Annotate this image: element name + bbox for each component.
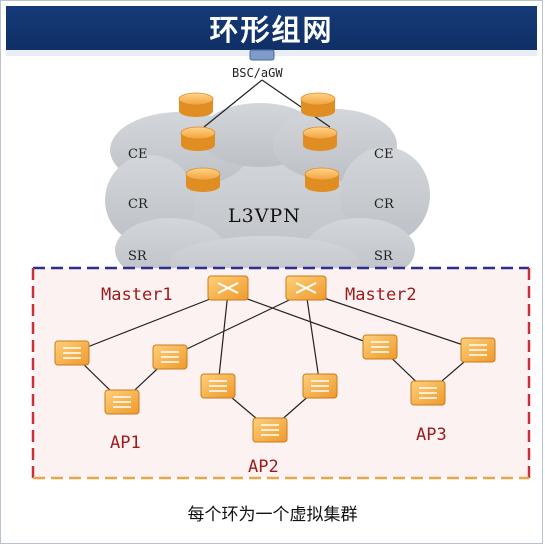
- cr-left-label: CR: [128, 197, 148, 212]
- switch-icon: [252, 417, 288, 443]
- ap2-label: AP2: [248, 457, 279, 477]
- title-bar: 环形组网: [6, 6, 537, 50]
- ce-right-label: CE: [374, 147, 394, 162]
- router-icon: [304, 167, 340, 192]
- sr-right-label: SR: [374, 249, 393, 264]
- ce-left-label: CE: [128, 147, 148, 162]
- router-icon: [185, 167, 221, 192]
- master2-switch-icon: [285, 275, 327, 301]
- switch-icon: [200, 373, 236, 399]
- ap3-label: AP3: [416, 425, 447, 445]
- switch-icon: [460, 337, 496, 363]
- switch-icon: [152, 344, 188, 370]
- l3vpn-label: L3VPN: [228, 205, 301, 227]
- router-icon: [180, 126, 216, 151]
- ap1-label: AP1: [110, 433, 141, 453]
- switch-icon: [410, 380, 446, 406]
- switch-icon: [362, 334, 398, 360]
- cluster-area: [33, 268, 529, 478]
- bsc-label: BSC/aGW: [232, 66, 283, 80]
- router-icon: [178, 92, 214, 117]
- master2-label: Master2: [345, 285, 417, 305]
- router-icon: [302, 126, 338, 151]
- master1-label: Master1: [101, 285, 173, 305]
- bsc-device: [249, 49, 275, 61]
- master1-switch-icon: [207, 275, 249, 301]
- switch-icon: [302, 373, 338, 399]
- diagram-caption: 每个环为一个虚拟集群: [187, 505, 358, 525]
- switch-icon: [104, 389, 140, 415]
- switch-icon: [54, 340, 90, 366]
- cr-right-label: CR: [374, 197, 394, 212]
- links: [71, 79, 479, 431]
- diagram-title: 环形组网: [209, 13, 334, 47]
- router-icon: [300, 92, 336, 117]
- sr-left-label: SR: [128, 249, 147, 264]
